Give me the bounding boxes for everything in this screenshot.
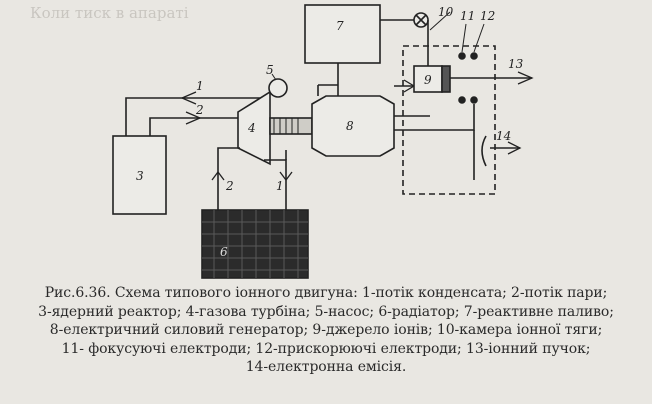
label-1-top: 1 [196, 79, 204, 93]
caption-line-4: 11- фокусуючі електроди; 12-прискорюючі … [61, 340, 591, 357]
accelerating-electrode-icon [470, 52, 478, 60]
block-power-generator [311, 95, 395, 157]
label-8: 8 [346, 119, 354, 133]
block-ion-thrust-chamber [402, 45, 496, 195]
caption-line-5: 14-електронна емісія. [245, 359, 407, 375]
focusing-electrode-icon [458, 52, 466, 60]
label-7: 7 [336, 19, 344, 33]
label-1-bottom: 1 [276, 179, 284, 193]
block-nuclear-reactor [112, 135, 167, 215]
block-radiator [201, 209, 309, 279]
caption-line-2: 3-ядерний реактор; 4-газова турбіна; 5-н… [38, 303, 614, 320]
block-pump [268, 78, 288, 98]
label-2-bottom: 2 [225, 179, 234, 193]
block-gas-turbine [237, 90, 271, 166]
label-14: 14 [496, 129, 511, 143]
caption-line-3: 8-електричний силовий генератор; 9-джере… [49, 322, 603, 338]
block-fuel-tank [304, 4, 381, 64]
background-bleed-text: Коли тиск в апараті [30, 4, 189, 22]
figure-caption: Рис.6.36. Схема типового іонного двигуна… [6, 284, 646, 377]
label-13: 13 [508, 57, 524, 71]
label-11: 11 [460, 9, 475, 23]
block-ion-source [413, 65, 443, 93]
electron-emitter-icon [481, 135, 487, 167]
label-5: 5 [266, 63, 274, 77]
label-3: 3 [136, 169, 144, 183]
label-4: 4 [247, 121, 256, 135]
label-2-top: 2 [195, 103, 204, 117]
label-12: 12 [480, 9, 495, 23]
label-6: 6 [220, 245, 228, 259]
caption-line-1: Рис.6.36. Схема типового іонного двигуна… [44, 285, 608, 301]
label-10: 10 [438, 5, 454, 19]
label-9: 9 [424, 73, 432, 87]
